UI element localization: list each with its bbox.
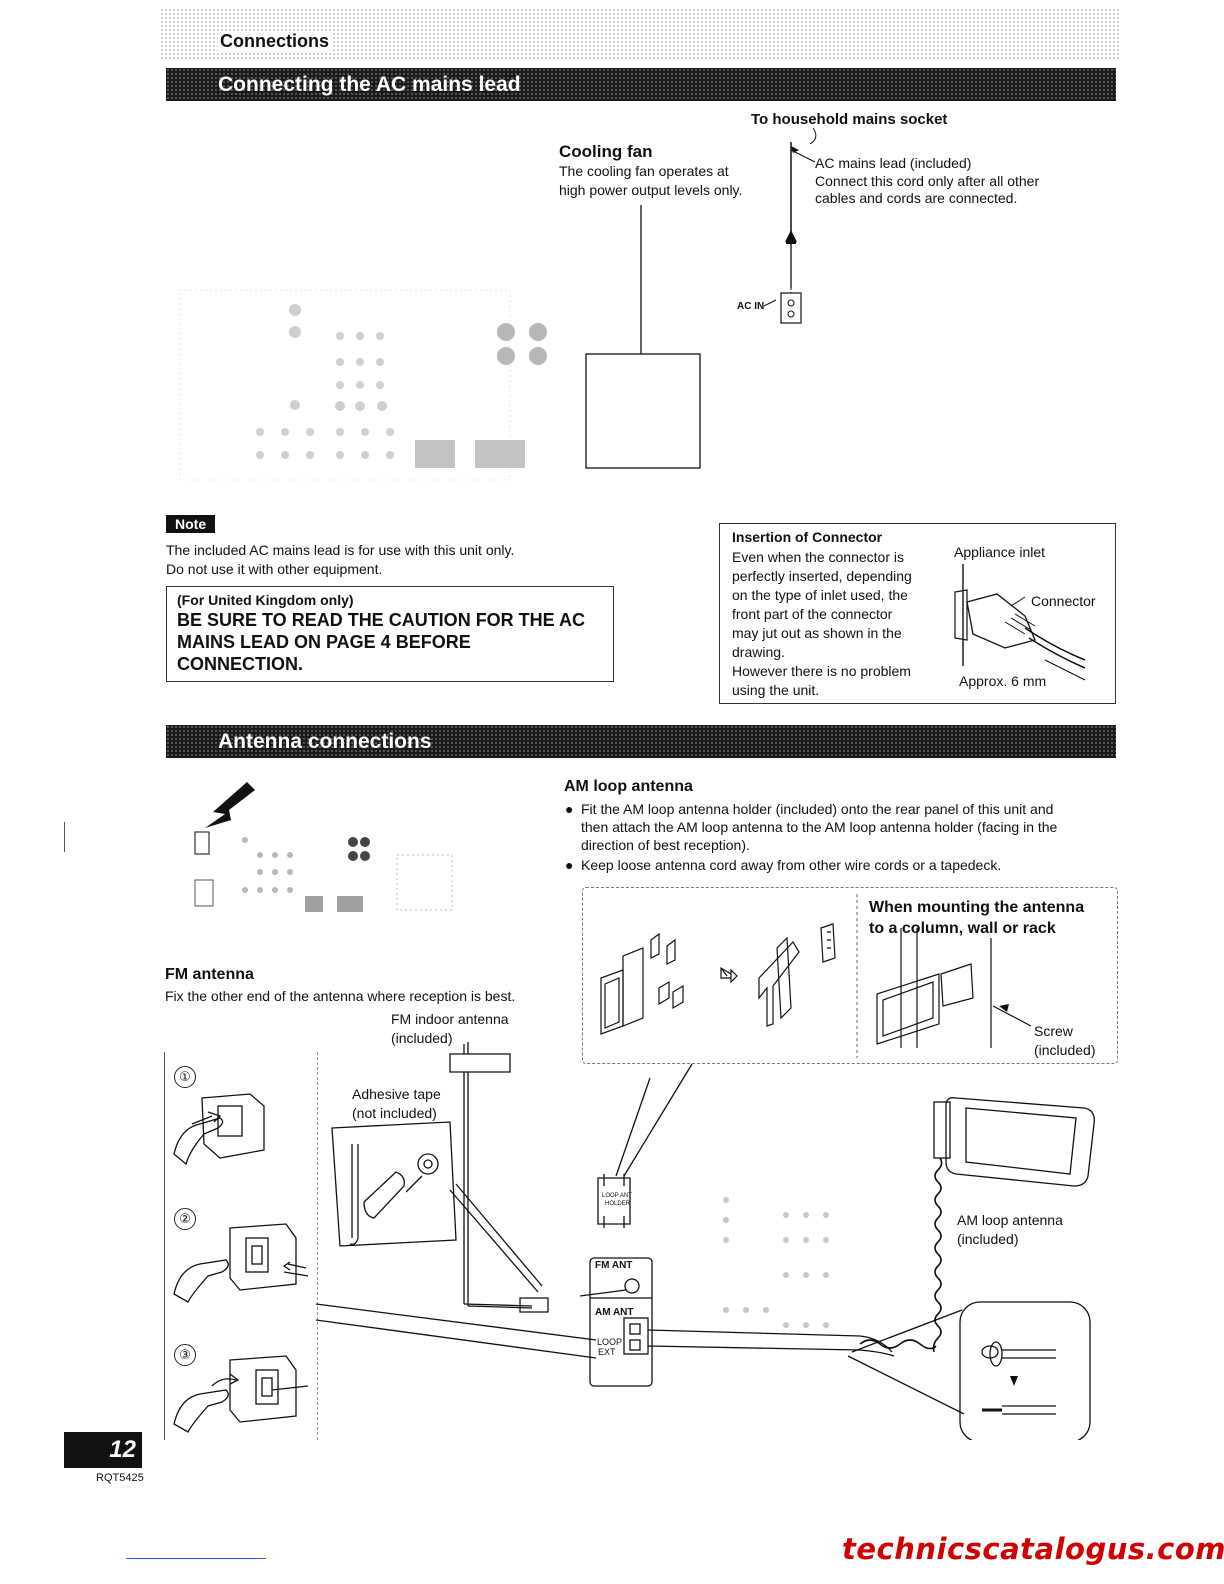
ac-lead-line-3: cables and cords are connected.	[815, 190, 1018, 206]
appliance-inlet-label: Appliance inlet	[954, 544, 1046, 560]
margin-mark	[64, 822, 65, 852]
cooling-fan-title: Cooling fan	[559, 142, 653, 161]
am-loop-title: AM loop antenna	[564, 778, 693, 795]
connector-diagram	[954, 564, 1086, 681]
am-loop-label-2: (included)	[957, 1231, 1019, 1247]
antenna-diagram	[173, 1042, 1095, 1440]
mounting-box: When mounting the antenna to a column, w…	[582, 887, 1118, 1064]
connector-label: Connector	[1031, 593, 1096, 609]
uk-box-line-1: BE SURE TO READ THE CAUTION FOR THE AC	[177, 610, 586, 630]
ac-lead-diagram	[179, 127, 817, 481]
step-3-number: ③	[174, 1344, 196, 1366]
loop-label: LOOP	[597, 1337, 623, 1347]
fm-ant-label: FM ANT	[595, 1260, 633, 1271]
insertion-line-2: perfectly inserted, depending	[732, 568, 912, 584]
am-bullet-1-marker: ●	[565, 801, 574, 817]
insertion-line-5: may jut out as shown in the	[732, 625, 902, 641]
screw-label-2: (included)	[1034, 1042, 1096, 1058]
antenna-rear-panel-illustration	[194, 782, 453, 912]
steps-panel	[164, 1052, 318, 1440]
antenna-section-banner: Antenna connections	[166, 725, 1116, 758]
mount-title-2: to a column, wall or rack	[869, 920, 1056, 937]
website-link[interactable]: technicscatalogus.com	[842, 1532, 1224, 1566]
am-loop-label-1: AM loop antenna	[957, 1212, 1063, 1228]
note-line-2: Do not use it with other equipment.	[166, 561, 383, 577]
socket-label: To household mains socket	[751, 111, 948, 128]
note-badge: Note	[166, 515, 216, 533]
am-bullet-2: Keep loose antenna cord away from other …	[581, 857, 1002, 873]
cooling-fan-text-1: The cooling fan operates at	[559, 163, 729, 179]
mounting-illustration	[600, 894, 1032, 1058]
screw-label-1: Screw	[1034, 1023, 1073, 1039]
am-bullet-1-line-2: then attach the AM loop antenna to the A…	[581, 819, 1058, 835]
page-number: 12	[64, 1432, 142, 1468]
rear-panel-illustration	[179, 289, 547, 481]
insertion-line-1: Even when the connector is	[732, 549, 904, 565]
mount-title-1: When mounting the antenna	[869, 899, 1085, 916]
doc-code: RQT5425	[96, 1472, 144, 1484]
uk-box-line-2: MAINS LEAD ON PAGE 4 BEFORE	[177, 632, 471, 652]
holder-label-1: LOOP ANT	[602, 1193, 632, 1199]
fm-indoor-label-1: FM indoor antenna	[391, 1011, 509, 1027]
tape-label-2: (not included)	[352, 1105, 437, 1121]
ac-lead-line-2: Connect this cord only after all other	[815, 173, 1040, 189]
antenna-section-title: Antenna connections	[218, 730, 432, 753]
section-header: Connections	[218, 31, 332, 52]
approx-label: Approx. 6 mm	[959, 673, 1047, 689]
insertion-line-7: However there is no problem	[732, 663, 911, 679]
cooling-fan-text-2: high power output levels only.	[559, 182, 743, 198]
holder-label-2: HOLDER	[605, 1201, 631, 1207]
insertion-line-6: drawing.	[732, 644, 785, 660]
step-2-number: ②	[174, 1208, 196, 1230]
insertion-line-3: on the type of inlet used, the	[732, 587, 908, 603]
footer-rule	[126, 1558, 266, 1559]
fm-antenna-title: FM antenna	[165, 966, 254, 983]
insertion-box: Insertion of Connector Even when the con…	[719, 523, 1116, 704]
am-bullet-1-line-3: direction of best reception).	[581, 837, 750, 853]
ac-lead-line-1: AC mains lead (included)	[815, 155, 972, 171]
step-1-number: ①	[174, 1066, 196, 1088]
am-bullet-2-marker: ●	[565, 857, 574, 873]
am-bullet-1-line-1: Fit the AM loop antenna holder (included…	[581, 801, 1054, 817]
uk-box-line-3: CONNECTION.	[177, 654, 303, 674]
fm-antenna-text: Fix the other end of the antenna where r…	[165, 988, 516, 1004]
fm-indoor-label-2: (included)	[391, 1030, 453, 1046]
insertion-title: Insertion of Connector	[732, 529, 883, 545]
ext-label: EXT	[598, 1347, 616, 1357]
tape-label-1: Adhesive tape	[352, 1086, 441, 1102]
uk-box-heading: (For United Kingdom only)	[177, 592, 354, 608]
ac-section-title: Connecting the AC mains lead	[218, 73, 521, 96]
am-ant-label: AM ANT	[595, 1307, 634, 1318]
insertion-line-4: front part of the connector	[732, 606, 893, 622]
insertion-line-8: using the unit.	[732, 682, 820, 698]
ac-section-banner: Connecting the AC mains lead	[166, 68, 1116, 101]
ac-in-label: AC IN	[737, 301, 765, 312]
uk-caution-box: (For United Kingdom only) BE SURE TO REA…	[166, 586, 614, 682]
note-line-1: The included AC mains lead is for use wi…	[166, 542, 515, 558]
